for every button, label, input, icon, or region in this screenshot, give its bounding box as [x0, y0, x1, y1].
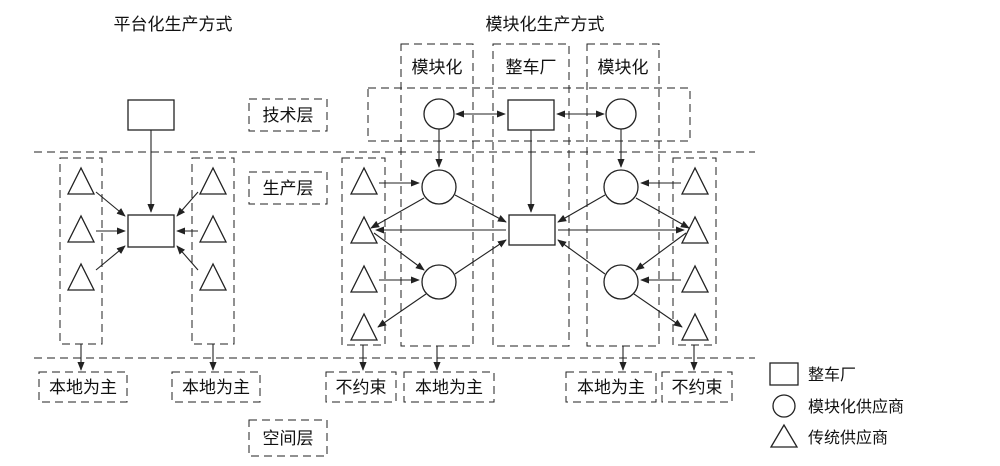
modular-space-local-left: 本地为主 [403, 371, 495, 403]
modular-edge-lm-top-to-lt2 [370, 197, 425, 229]
modular-edge-rm-top-to-rt2 [635, 197, 690, 229]
platform-edge-left1 [95, 191, 126, 217]
layer-label-technology-box [248, 98, 328, 132]
platform-space-right: 本地为主 [171, 371, 261, 403]
modular-traditional-supplier-left-1 [349, 166, 379, 195]
modular-assembler-box [508, 214, 556, 246]
modular-traditional-supplier-right-3 [680, 264, 710, 293]
platform-assembler-box [127, 214, 175, 248]
modular-edge-lm-bottom-to-lt4 [377, 293, 427, 328]
layer-label-space: 空间层 [248, 419, 328, 457]
platform-mode-title: 平台化生产方式 [114, 15, 233, 35]
modular-edge-rt2-to-rm-bottom [635, 232, 687, 271]
platform-traditional-supplier-right-1 [198, 166, 228, 195]
modular-space-unconstrained-left-box [325, 371, 397, 403]
legend-traditional-supplier-symbol [769, 423, 799, 448]
modular-mode-title: 模块化生产方式 [486, 15, 605, 35]
modular-tech-module-left [423, 98, 455, 130]
platform-space-left-text: 本地为主 [49, 378, 117, 398]
modular-header-right-module: 模块化 [598, 58, 649, 78]
legend-assembler-symbol [769, 362, 799, 386]
platform-space-right-text: 本地为主 [182, 378, 250, 398]
platform-traditional-supplier-left-2 [66, 214, 96, 243]
platform-traditional-supplier-left-3 [66, 262, 96, 291]
platform-traditional-supplier-right-2 [198, 214, 228, 243]
modular-space-unconstrained-right: 不约束 [661, 371, 733, 403]
platform-edge-left3 [95, 245, 126, 271]
layer-label-production-text: 生产层 [263, 179, 314, 199]
modular-module-supplier-right-bottom [603, 264, 639, 300]
modular-traditional-supplier-left-3 [349, 264, 379, 293]
modular-space-local-right: 本地为主 [565, 371, 657, 403]
legend: 整车厂 模块化供应商 传统供应商 [769, 362, 904, 448]
modular-edge-lm-bottom-to-assembler [454, 239, 507, 275]
legend-assembler-label: 整车厂 [808, 365, 856, 384]
platform-traditional-supplier-right-3 [198, 262, 228, 291]
platform-edge-right1 [176, 191, 199, 217]
modular-header-left-module: 模块化 [412, 58, 463, 78]
layer-label-production: 生产层 [248, 171, 328, 205]
platform-space-left: 本地为主 [38, 371, 128, 403]
platform-space-left-box [38, 371, 128, 403]
platform-edge-right3 [176, 245, 199, 271]
modular-space-unconstrained-left: 不约束 [325, 371, 397, 403]
modular-module-supplier-left-top [421, 169, 457, 205]
platform-tech-assembler-box [127, 99, 175, 131]
modular-traditional-supplier-right-2 [680, 215, 710, 244]
layer-label-production-box [248, 171, 328, 205]
modular-assembler-column [492, 43, 570, 347]
layer-label-space-text: 空间层 [263, 429, 314, 449]
legend-module-supplier-symbol [772, 394, 796, 418]
modular-tech-assembler-box [507, 99, 555, 131]
layer-label-technology: 技术层 [248, 98, 328, 132]
modular-space-local-left-box [403, 371, 495, 403]
modular-space-local-right-text: 本地为主 [577, 378, 645, 398]
modular-mode-group: 模块化 整车厂 模块化 [341, 43, 717, 371]
modular-traditional-supplier-left-2 [349, 215, 379, 244]
platform-space-right-box [171, 371, 261, 403]
modular-space-unconstrained-left-text: 不约束 [336, 378, 387, 398]
modular-module-supplier-right-top [603, 169, 639, 205]
legend-traditional-supplier-label: 传统供应商 [808, 428, 888, 447]
modular-tech-module-right [605, 98, 637, 130]
modular-traditional-supplier-right-4 [680, 312, 710, 341]
modular-edge-rm-top-to-assembler [557, 194, 606, 223]
modular-edge-lm-top-to-assembler [454, 194, 507, 223]
platform-mode-group [59, 99, 235, 371]
modular-tech-layer-box [367, 87, 691, 142]
modular-space-local-left-text: 本地为主 [415, 378, 483, 398]
modular-space-unconstrained-right-text: 不约束 [672, 378, 723, 398]
modular-space-unconstrained-right-box [661, 371, 733, 403]
layer-label-technology-text: 技术层 [263, 106, 314, 126]
legend-module-supplier-label: 模块化供应商 [808, 397, 904, 416]
modular-space-local-right-box [565, 371, 657, 403]
modular-traditional-supplier-right-1 [680, 166, 710, 195]
modular-traditional-supplier-left-4 [349, 312, 379, 341]
modular-edge-rm-bottom-to-rt4 [633, 293, 683, 328]
modular-header-assembler: 整车厂 [506, 58, 557, 78]
modular-edge-rm-bottom-to-assembler [557, 239, 606, 275]
modular-module-supplier-left-bottom [421, 264, 457, 300]
layer-label-space-box [248, 419, 328, 457]
modular-edge-lt2-to-lm-bottom [373, 232, 425, 271]
platform-traditional-supplier-left-1 [66, 166, 96, 195]
